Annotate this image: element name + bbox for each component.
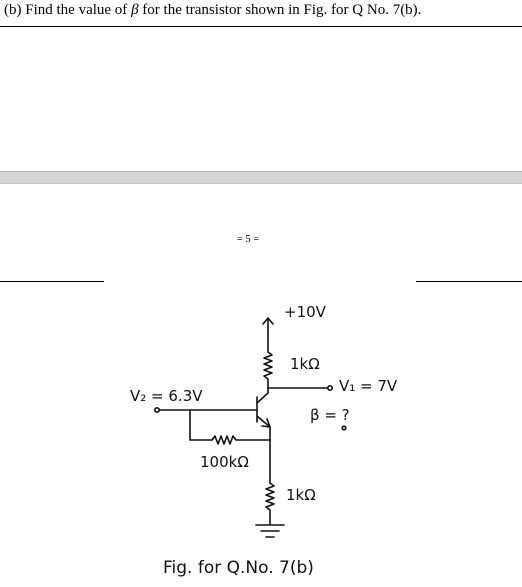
question-prefix: (b) Find the value of bbox=[4, 2, 132, 18]
base-resistor bbox=[211, 435, 271, 445]
right-divider bbox=[416, 281, 522, 282]
figure-caption: Fig. for Q.No. 7(b) bbox=[163, 558, 314, 578]
collector-resistor bbox=[263, 329, 273, 389]
question-text: (b) Find the value of β for the transist… bbox=[4, 1, 421, 19]
beta-note-mark bbox=[341, 425, 347, 431]
supply-arrow bbox=[262, 317, 274, 331]
beta-symbol: β bbox=[131, 2, 139, 18]
emitter-resistor-label: 1kΩ bbox=[286, 486, 316, 504]
supply-label: +10V bbox=[284, 303, 327, 321]
page-break-band bbox=[0, 171, 522, 184]
base-feedback-wire bbox=[189, 409, 213, 441]
question-suffix: for the transistor shown in Fig. for Q N… bbox=[138, 2, 422, 18]
base-voltage-label: V₂ = 6.3V bbox=[130, 387, 203, 405]
beta-label: β = ? bbox=[310, 406, 350, 424]
output-terminal bbox=[326, 384, 333, 391]
collector-resistor-label: 1kΩ bbox=[290, 355, 320, 373]
emitter-arrow bbox=[261, 418, 271, 428]
transistor-collector-lead bbox=[256, 387, 269, 404]
page-number: = 5 = bbox=[236, 234, 260, 245]
left-divider bbox=[0, 281, 104, 282]
top-divider bbox=[0, 26, 522, 27]
emitter-resistor bbox=[265, 482, 275, 525]
base-resistor-label: 100kΩ bbox=[200, 453, 249, 471]
collector-voltage-label: V₁ = 7V bbox=[339, 377, 398, 395]
ground-symbol bbox=[255, 524, 285, 538]
